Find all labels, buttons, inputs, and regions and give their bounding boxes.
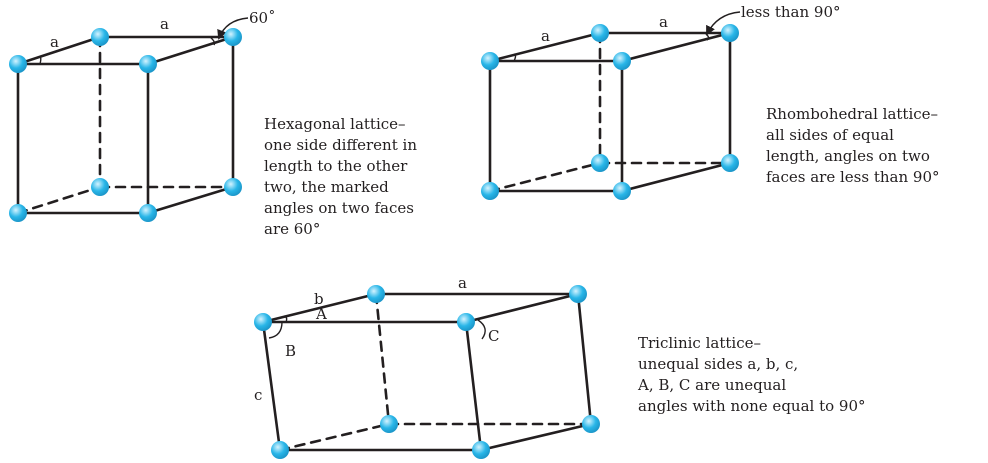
atom bbox=[271, 441, 289, 459]
caption-line: all sides of equal bbox=[766, 126, 894, 144]
edge-label-a: a bbox=[160, 15, 169, 33]
atom bbox=[481, 182, 499, 200]
atoms bbox=[9, 28, 242, 222]
callout-arrow bbox=[217, 17, 249, 40]
edge-label-a: a bbox=[458, 274, 467, 292]
atoms bbox=[481, 24, 739, 200]
atom bbox=[224, 28, 242, 46]
hexagonal-caption: Hexagonal lattice– one side different in… bbox=[264, 114, 417, 240]
atom bbox=[91, 28, 109, 46]
edge-label-a: a bbox=[659, 13, 668, 31]
angle-label-a: A bbox=[315, 305, 327, 323]
atom bbox=[591, 154, 609, 172]
caption-line: one side different in bbox=[264, 136, 417, 154]
angle-arc bbox=[704, 32, 710, 41]
hidden-edge bbox=[16, 185, 102, 215]
angle-arc bbox=[38, 56, 42, 65]
edge bbox=[576, 292, 593, 426]
atom bbox=[613, 182, 631, 200]
hidden-edge bbox=[278, 422, 391, 452]
hidden-edge bbox=[488, 161, 602, 193]
atom bbox=[721, 154, 739, 172]
caption-line: length to the other bbox=[264, 157, 408, 175]
atom bbox=[139, 204, 157, 222]
edge-label-a: a bbox=[50, 33, 59, 51]
atom bbox=[9, 55, 27, 73]
atom bbox=[481, 52, 499, 70]
angle-label-c: C bbox=[488, 327, 499, 345]
hidden-edge bbox=[374, 292, 391, 426]
angle-arc bbox=[209, 36, 216, 46]
caption-line: unequal sides a, b, c, bbox=[638, 355, 799, 373]
edge bbox=[261, 292, 378, 324]
caption-line: A, B, C are unequal bbox=[638, 376, 787, 394]
triclinic-caption: Triclinic lattice– unequal sides a, b, c… bbox=[638, 333, 866, 417]
atom bbox=[139, 55, 157, 73]
angle-callout-label: less than 90° bbox=[741, 3, 841, 21]
edge bbox=[464, 292, 580, 324]
caption-line: Triclinic lattice– bbox=[638, 334, 761, 352]
atom bbox=[591, 24, 609, 42]
rhombohedral-caption: Rhombohedral lattice– all sides of equal… bbox=[766, 104, 939, 188]
edge bbox=[16, 35, 102, 66]
atom bbox=[254, 313, 272, 331]
atom bbox=[9, 204, 27, 222]
edge bbox=[620, 161, 732, 193]
edge-label-b: b bbox=[314, 290, 324, 308]
atom bbox=[582, 415, 600, 433]
edge bbox=[146, 35, 235, 66]
edge-label-a: a bbox=[541, 27, 550, 45]
caption-line: Hexagonal lattice– bbox=[264, 115, 406, 133]
triclinic-lattice: a b c A B C bbox=[254, 274, 600, 459]
angle-arc bbox=[268, 321, 283, 339]
atoms bbox=[254, 285, 600, 459]
angle-label-b: B bbox=[285, 342, 296, 360]
atom bbox=[472, 441, 490, 459]
atom bbox=[91, 178, 109, 196]
angle-callout-label: 60˚ bbox=[249, 9, 276, 27]
edge bbox=[488, 31, 602, 63]
atom bbox=[613, 52, 631, 70]
edge bbox=[620, 31, 732, 63]
edge bbox=[464, 320, 483, 452]
edge bbox=[261, 320, 282, 452]
caption-line: angles with none equal to 90° bbox=[638, 397, 866, 415]
caption-line: length, angles on two bbox=[766, 147, 930, 165]
atom bbox=[569, 285, 587, 303]
caption-line: two, the marked bbox=[264, 178, 389, 196]
atom bbox=[457, 313, 475, 331]
atom bbox=[367, 285, 385, 303]
atom bbox=[224, 178, 242, 196]
callout-arrow bbox=[706, 11, 741, 36]
angle-arc bbox=[283, 315, 288, 323]
edge bbox=[479, 422, 593, 452]
rhombohedral-lattice: a a less than 90° bbox=[481, 3, 841, 200]
caption-line: Rhombohedral lattice– bbox=[766, 105, 939, 123]
angle-arc bbox=[477, 319, 486, 340]
caption-line: angles on two faces bbox=[264, 199, 414, 217]
angle-arc bbox=[513, 53, 517, 62]
edge bbox=[146, 185, 235, 215]
caption-line: faces are less than 90° bbox=[766, 168, 940, 186]
atom bbox=[380, 415, 398, 433]
edge-label-c: c bbox=[254, 386, 262, 404]
atom bbox=[721, 24, 739, 42]
hexagonal-lattice: a a 60˚ bbox=[9, 9, 276, 222]
caption-line: are 60° bbox=[264, 220, 321, 238]
